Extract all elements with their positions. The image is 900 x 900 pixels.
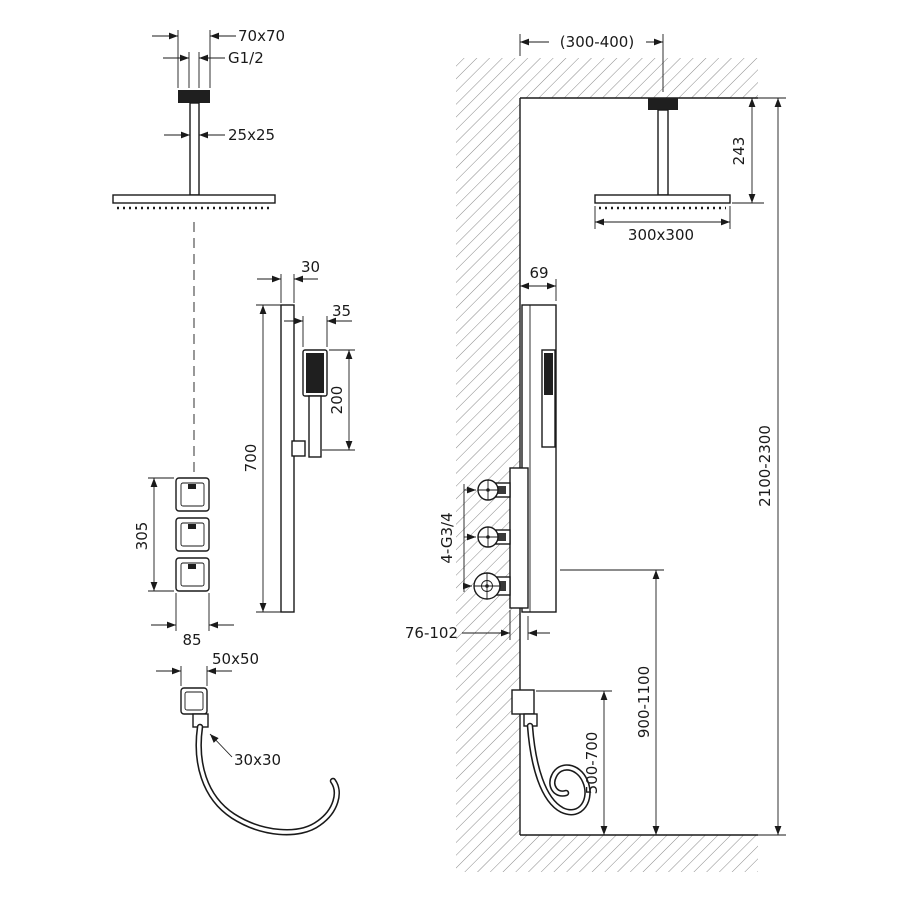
dim-connections-thread: 4-G3/4 (438, 512, 456, 563)
dim-bar-width: 30 (301, 258, 320, 276)
dim-thread-size: G1/2 (228, 49, 264, 67)
dim-valve-width: 85 (182, 631, 201, 649)
dim-bar-wall-offset: 69 (529, 264, 548, 282)
dim-arm-size: 25x25 (228, 126, 275, 144)
svg-text:2100-2300: 2100-2300 (756, 425, 774, 507)
dim-hand-shower-width: 35 (332, 302, 351, 320)
dim-bar-length: 700 (242, 444, 260, 473)
dim-recess-depth: 76-102 (405, 610, 550, 642)
ceiling-shower-front: 70x70 G1/2 25x25 (112, 27, 285, 478)
hand-shower-face-section (544, 353, 553, 395)
hand-shower-handle (308, 395, 322, 458)
valve-plate-front: 305 85 (133, 477, 234, 649)
outlet-front: 50x50 30x30 (156, 650, 281, 769)
svg-text:(300-400): (300-400) (560, 33, 634, 51)
dim-outlet-floor-height: 500-700 (536, 690, 612, 835)
floor-hatch (456, 835, 758, 872)
valve-section: 4-G3/4 (438, 467, 529, 609)
slide-bar-front: 30 700 (242, 258, 320, 613)
ceiling-mount-plate-section (648, 98, 678, 110)
outlet-elbow (511, 689, 535, 715)
shower-arm (189, 102, 200, 196)
hand-shower-bracket (291, 440, 306, 457)
dim-outlet-plate-size: 50x50 (212, 650, 259, 668)
ceiling-mount-plate (178, 90, 210, 103)
valve-body (509, 467, 529, 609)
hand-shower-face (306, 353, 324, 393)
dim-ceiling-floor-height: 2100-2300 (756, 97, 786, 836)
dim-arm-wall-offset: (300-400) (519, 31, 664, 92)
outlet-section (511, 689, 591, 816)
shower-head-plate (112, 194, 276, 204)
svg-text:243: 243 (730, 137, 748, 166)
ceiling-hatch (456, 58, 758, 98)
dim-head-mount-size: 70x70 (238, 27, 285, 45)
ceiling-shower-section (594, 98, 731, 210)
shower-arm-section (657, 109, 669, 196)
svg-text:900-1100: 900-1100 (635, 666, 653, 738)
wall-structure (456, 58, 758, 872)
dim-valve-height: 305 (133, 522, 151, 551)
shower-head-plate-section (594, 194, 731, 204)
front-view: 70x70 G1/2 25x25 30 700 (112, 27, 355, 836)
svg-text:300x300: 300x300 (628, 226, 694, 244)
dim-outlet-connector-size: 30x30 (234, 751, 281, 769)
dim-head-size: 300x300 (594, 206, 731, 244)
dim-hand-shower-length: 200 (328, 386, 346, 415)
svg-text:76-102: 76-102 (405, 624, 458, 642)
hose-front (195, 723, 340, 836)
svg-text:500-700: 500-700 (583, 732, 601, 795)
dim-valve-floor-height: 900-1100 (560, 569, 664, 835)
dim-head-ceiling-drop: 243 (730, 98, 764, 204)
hand-shower-front: 35 200 (284, 302, 355, 458)
slide-bar (280, 304, 295, 613)
wall-hatch (456, 98, 520, 835)
section-view: (300-400) 243 300x300 69 (405, 31, 786, 872)
